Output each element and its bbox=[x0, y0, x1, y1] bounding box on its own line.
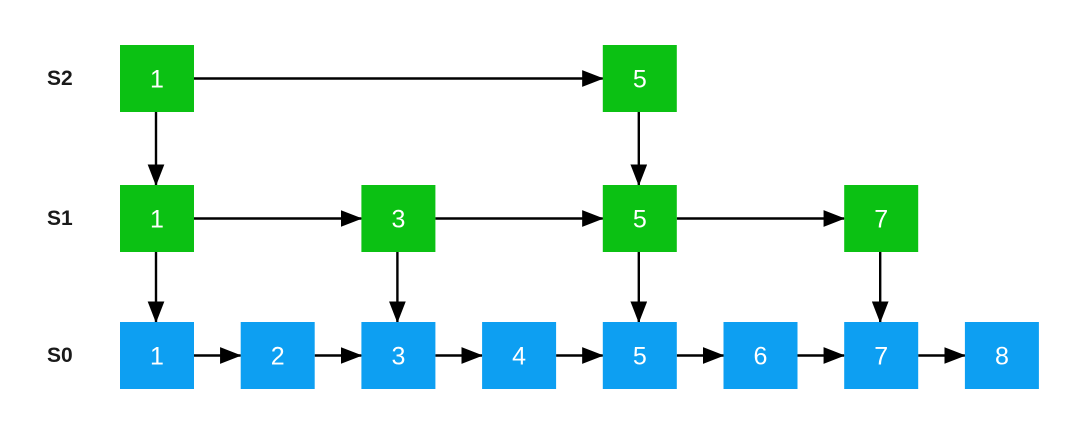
node-label: 7 bbox=[874, 206, 888, 234]
node-label: 8 bbox=[995, 343, 1009, 371]
node-s1-3[interactable] bbox=[361, 185, 436, 252]
node-s1-5[interactable] bbox=[602, 185, 677, 252]
node-label: 1 bbox=[150, 66, 164, 94]
node-label: 1 bbox=[150, 206, 164, 234]
node-label: 7 bbox=[874, 343, 888, 371]
level-label-s1: S1 bbox=[47, 207, 73, 230]
node-s1-7[interactable] bbox=[844, 185, 919, 252]
node-s0-3[interactable] bbox=[361, 322, 436, 389]
node-s0-5[interactable] bbox=[602, 322, 677, 389]
level-label-s2: S2 bbox=[47, 67, 73, 90]
node-label: 1 bbox=[150, 343, 164, 371]
level-label-s0: S0 bbox=[47, 344, 73, 367]
node-label: 5 bbox=[633, 343, 647, 371]
node-label: 5 bbox=[633, 206, 647, 234]
node-label: 3 bbox=[391, 206, 405, 234]
node-s0-2[interactable] bbox=[240, 322, 315, 389]
node-s0-6[interactable] bbox=[723, 322, 798, 389]
node-s0-7[interactable] bbox=[844, 322, 919, 389]
node-s0-4[interactable] bbox=[482, 322, 557, 389]
node-s2-5[interactable] bbox=[602, 45, 677, 112]
nodes-layer: 1 5 1 3 5 7 1 2 3 4 5 6 7 8 bbox=[120, 45, 1039, 389]
node-s1-1[interactable] bbox=[120, 185, 194, 252]
node-label: 2 bbox=[271, 343, 285, 371]
node-s0-1[interactable] bbox=[120, 322, 194, 389]
node-label: 4 bbox=[512, 343, 526, 371]
node-s2-1[interactable] bbox=[120, 45, 194, 112]
node-label: 6 bbox=[754, 343, 768, 371]
node-label: 3 bbox=[391, 343, 405, 371]
node-s0-8[interactable] bbox=[964, 322, 1039, 389]
node-label: 5 bbox=[633, 66, 647, 94]
edges-layer bbox=[147, 70, 966, 364]
